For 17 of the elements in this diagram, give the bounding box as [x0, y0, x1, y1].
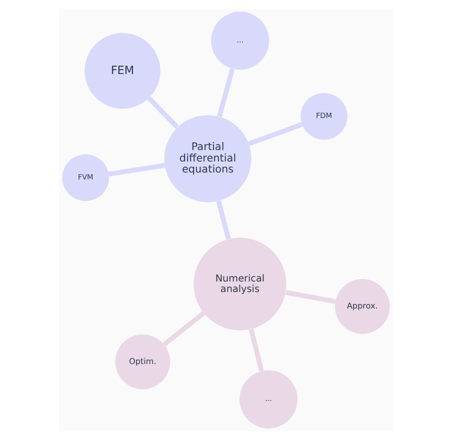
node-circle: Optim.: [115, 334, 170, 390]
node-circle: ...: [240, 370, 298, 428]
node-circle: ...: [211, 12, 270, 70]
connector: [147, 96, 179, 129]
connector: [217, 68, 235, 118]
node-circle: FDM: [300, 93, 348, 140]
connector: [162, 311, 206, 346]
node-circle: FVM: [62, 154, 109, 202]
connector: [248, 122, 303, 146]
connector: [248, 328, 264, 372]
node-circle: Numerical analysis: [194, 238, 286, 330]
node-circle: Partial differential equations: [164, 115, 252, 202]
node-circle: FEM: [84, 32, 160, 109]
node-circle: Approx.: [334, 279, 390, 334]
connector: [285, 290, 336, 304]
connector: [108, 163, 166, 176]
connector: [216, 200, 231, 240]
